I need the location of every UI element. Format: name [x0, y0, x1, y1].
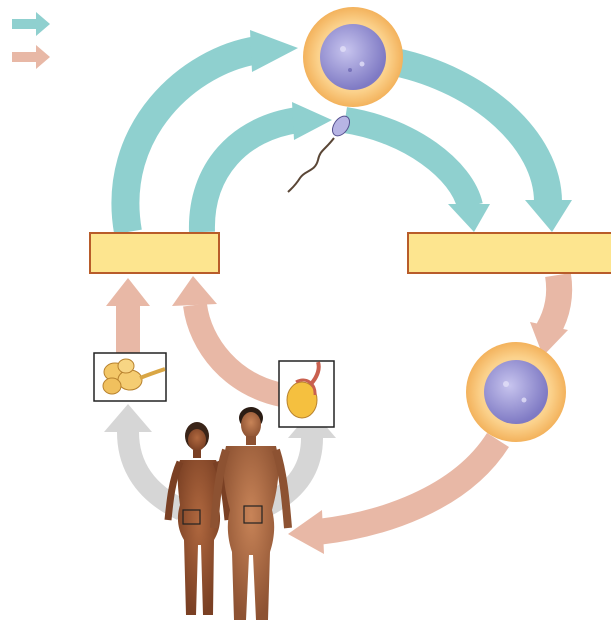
inner-teal-arrow-left [202, 102, 332, 232]
legend [12, 12, 50, 69]
ovary-inset [94, 353, 166, 401]
pink-arrow-testis-to-box [172, 276, 282, 395]
pink-arrow-icon [12, 45, 50, 69]
teal-arrow-icon [12, 12, 50, 36]
pink-arrow-box-to-zygote [530, 275, 568, 356]
inner-teal-arrow-right [345, 120, 490, 232]
testis-inset [279, 361, 334, 427]
pink-arrow-ovary-to-box [106, 278, 150, 355]
left-label-box [89, 232, 220, 274]
egg-cell [303, 7, 403, 107]
zygote-cell [466, 342, 566, 442]
right-label-box [407, 232, 611, 274]
